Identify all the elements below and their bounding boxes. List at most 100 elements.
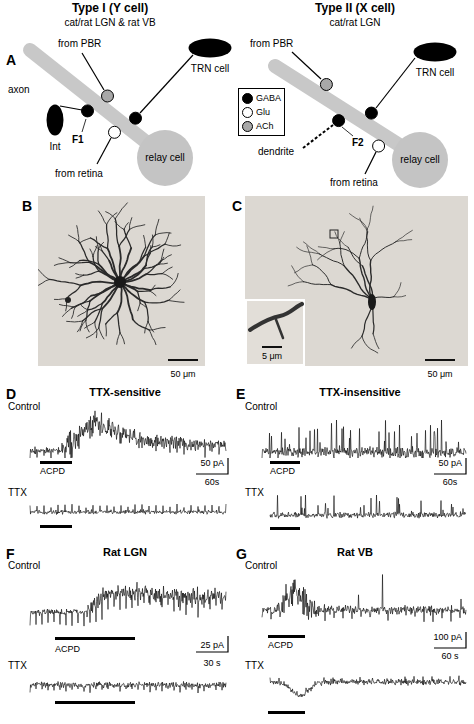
dendrite-process	[149, 330, 156, 345]
pbr-axon	[292, 52, 321, 79]
dendrite-process	[155, 219, 159, 235]
cell-body	[189, 39, 232, 58]
cell-body	[414, 43, 457, 62]
current-trace	[270, 676, 466, 697]
inset-marker	[330, 230, 338, 238]
dendrite-process	[102, 251, 109, 261]
dendrite-process	[313, 265, 332, 285]
dendrite-process	[303, 242, 319, 254]
trn-cell: TRN cell	[413, 42, 457, 80]
micrograph	[245, 196, 468, 366]
drug-bar	[55, 637, 135, 640]
drug-bar	[55, 701, 135, 704]
cell-label: relay cell	[145, 152, 184, 164]
dendrite-process	[79, 260, 98, 264]
dendrite-process	[144, 235, 146, 247]
dendrite-process	[120, 333, 125, 344]
part-label: axon	[8, 84, 30, 96]
dendrite-process	[124, 229, 131, 248]
current-traces	[30, 411, 466, 697]
dendrite-process	[69, 235, 79, 241]
dendrite-process	[348, 247, 362, 266]
legend-row: Glu	[242, 105, 281, 119]
interneuron-dendrite	[303, 125, 333, 148]
dendrite-process	[86, 321, 89, 332]
scale-label: 5 μm	[262, 351, 282, 362]
legend-text: Glu	[256, 107, 270, 118]
dendrite-process	[344, 266, 372, 300]
cell-body	[368, 294, 376, 310]
dendrite-process	[54, 298, 66, 300]
drug-bar	[270, 461, 300, 464]
scale-label: 50 μm	[170, 369, 195, 380]
dendrite-process	[99, 328, 104, 339]
dendrite-process	[106, 212, 116, 219]
dendrite-process	[124, 223, 128, 230]
dendrite-process	[70, 261, 80, 268]
dendrite-process	[80, 321, 86, 331]
dendrite-process	[335, 232, 340, 243]
dendrite-process	[303, 282, 331, 285]
column-subtitle: cat/rat LGN & rat VB	[64, 17, 155, 29]
scale-bar	[196, 458, 228, 474]
dendrite-process	[76, 275, 83, 278]
dendrite-process	[168, 300, 184, 302]
cell-label: TRN cell	[416, 67, 454, 79]
trace-label: Control	[8, 560, 40, 572]
current-trace	[30, 504, 226, 515]
gaba-terminal	[365, 107, 377, 119]
dendrite-process	[79, 241, 90, 262]
drug-bar	[40, 461, 72, 464]
dendrite-process	[138, 291, 141, 303]
ach-terminal	[102, 90, 114, 102]
terminal-label: F2	[352, 137, 364, 149]
cell-body	[47, 105, 64, 136]
dendrite-process	[54, 263, 70, 266]
dendrite-process	[396, 230, 412, 241]
glu-terminal	[373, 140, 385, 152]
dendrite-process	[373, 334, 379, 349]
dendrite-process	[152, 235, 154, 247]
terminal-label: F1	[72, 134, 84, 146]
drug-bar	[270, 527, 300, 530]
dendrite-process	[66, 285, 80, 299]
scale-label: 50 μm	[427, 369, 452, 380]
dendrite-process	[91, 238, 108, 249]
dendrite-band	[275, 66, 415, 155]
dendrite-process	[130, 225, 145, 230]
dendrite-process	[115, 203, 127, 219]
trace-label: Control	[245, 401, 277, 413]
dendrite-process	[86, 301, 90, 320]
gaba-terminal	[333, 115, 345, 127]
dendrite-process	[75, 296, 91, 307]
trn-axon	[140, 55, 193, 113]
scale-bar	[434, 458, 466, 474]
dendrite-process	[63, 308, 72, 316]
dendrite-process	[340, 243, 345, 266]
dendrite-process	[165, 244, 181, 246]
column-title: Type I (Y cell)	[72, 1, 148, 15]
dendrite-process	[334, 248, 359, 258]
neuron-drawing	[38, 203, 184, 345]
scale-label: 60s	[205, 477, 220, 488]
input-label: from PBR	[58, 38, 101, 50]
drug-bar	[40, 525, 72, 528]
scale-label: 60s	[443, 477, 458, 488]
dendrite-process	[162, 267, 172, 274]
dendrite-process	[360, 218, 368, 232]
relay-cell: relay cell	[137, 130, 193, 186]
scale-bar	[434, 632, 466, 648]
drug-label: ACPD	[270, 466, 295, 477]
input-label: from retina	[55, 168, 103, 180]
dendrite-process	[339, 239, 348, 247]
legend-row: GABA	[242, 91, 281, 105]
current-trace	[30, 411, 226, 458]
dendrite-process	[115, 222, 124, 230]
dendrite-process	[152, 245, 160, 247]
dendrite-process	[150, 291, 156, 296]
cell-shape	[188, 38, 232, 58]
dendrite-process	[362, 306, 372, 336]
trace-label: TTX	[8, 660, 27, 672]
panel-title: Rat LGN	[103, 546, 147, 559]
micrograph	[38, 196, 205, 366]
